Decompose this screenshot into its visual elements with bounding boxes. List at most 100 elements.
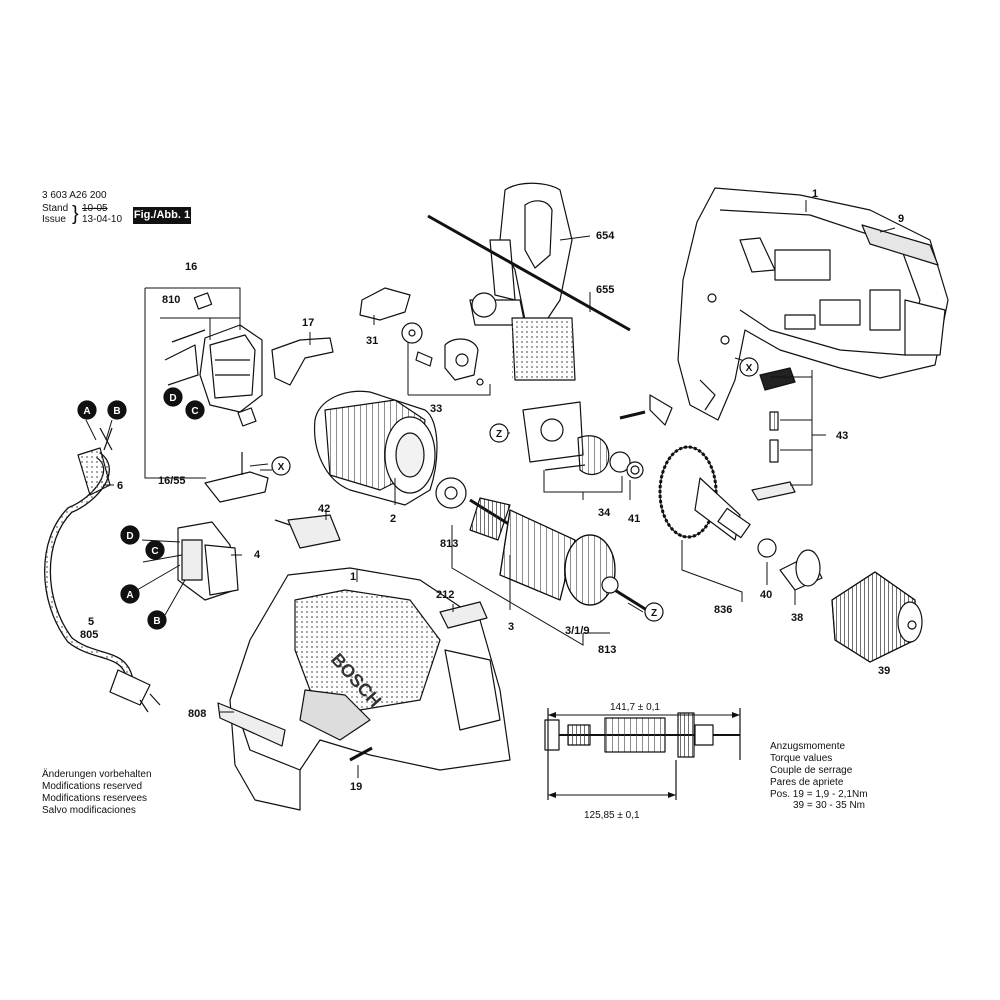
armature-part [469,497,651,614]
brush-holder-part [271,337,334,386]
part-label-20: 813 [598,644,616,656]
part-label-6: 17 [302,317,314,329]
callout-c-3: C [185,400,205,420]
carbon-brush-part [287,514,341,549]
modifications-line-1: Änderungen vorbehalten [42,769,152,780]
stand-date: 10-05 [82,203,108,214]
part-label-12: 42 [318,503,330,515]
callout-d-2: D [163,387,183,407]
svg-text:B: B [153,616,160,627]
part-label-3: 655 [596,284,614,296]
torque-line-3: Couple de serrage [770,765,853,776]
modifications-line-4: Salvo modificaciones [42,805,136,816]
part-label-30: 19 [350,781,362,793]
callout-c-9: C [145,540,165,560]
switch-module-part [177,521,239,601]
overall-length-dimension: 141,7 ± 0,1 [610,702,660,713]
part-label-18: 3 [508,621,514,633]
part-label-21: 836 [714,604,732,616]
svg-text:X: X [746,363,753,374]
svg-text:X: X [278,462,285,473]
svg-text:A: A [83,406,90,417]
svg-text:D: D [126,531,133,542]
power-cord-part [44,427,161,713]
keyless-chuck-part [831,571,923,663]
part-label-0: 1 [812,188,818,200]
callout-x-5: X [739,357,759,377]
eccentric-part-group [401,322,484,386]
torque-row-2-value: 30 - 35 Nm [815,800,865,811]
label-strip-808 [217,702,286,747]
svg-text:Z: Z [651,608,657,619]
depth-stop-rod-part [427,214,631,332]
figure-label: Fig./Abb. 1 [133,207,191,224]
part-label-26: 212 [436,589,454,601]
spindle-sleeve-part [779,549,823,591]
part-label-5: 810 [162,294,180,306]
svg-text:D: D [169,393,176,404]
part-label-2: 654 [596,230,615,242]
part-label-19: 3/1/9 [565,625,589,637]
callout-b-1: B [107,400,127,420]
housing-screw-part [349,746,373,762]
part-label-15: 41 [628,513,640,525]
torque-pos-label: Pos. [770,789,791,800]
svg-text:C: C [191,406,198,417]
gear-shaft-part [658,445,751,541]
part-label-24: 39 [878,665,890,677]
part-label-9: 43 [836,430,848,442]
part-label-27: 5 [88,616,94,628]
part-label-11: 16/55 [158,475,186,487]
clamp-part [649,394,673,426]
part-label-23: 38 [791,612,803,624]
torque-row-2-pos: 39 [793,800,805,811]
callout-d-8: D [120,525,140,545]
part-label-16: 813 [440,538,458,550]
modifications-line-3: Modifications reservees [42,793,148,804]
callout-z-7: Z [644,602,664,622]
document-number: 3 603 A26 200 [42,190,107,201]
screw-part [619,410,646,420]
torque-row-1-pos: 19 [792,789,804,800]
armature-dimension-drawing [544,708,741,800]
callout-b-11: B [147,610,167,630]
part-label-4: 16 [185,261,197,273]
part-label-10: 6 [117,480,123,492]
bracket-part [204,471,269,503]
spring-group-part [751,367,796,501]
issue-date: 13-04-10 [82,214,123,225]
torque-line-2: Torque values [770,753,833,764]
torque-row-1: Pos. 19 = 1,9 - 2,1Nm [770,789,868,800]
core-length-dimension: 125,85 ± 0,1 [584,810,640,821]
svg-text:A: A [126,590,133,601]
torque-line-4: Pares de apriete [770,777,844,788]
housing-half-lower-part [229,567,511,811]
part-label-7: 31 [366,335,378,347]
torque-line-1: Anzugsmomente [770,741,846,752]
callout-a-10: A [120,584,140,604]
svg-text:B: B [113,406,120,417]
housing-half-part [677,187,949,421]
svg-text:Z: Z [496,429,502,440]
part-label-14: 34 [598,507,611,519]
part-label-13: 2 [390,513,396,525]
part-label-8: 33 [430,403,442,415]
part-label-17: 4 [254,549,261,561]
retaining-ring-part [757,538,777,558]
callout-x-4: X [271,456,291,476]
callout-a-0: A [77,400,97,420]
switch-part [164,292,263,427]
part-label-25: 1 [350,571,356,583]
baffle-plate-part [522,401,644,479]
label-strip-212 [439,601,488,629]
svg-text:C: C [151,546,158,557]
stator-part [313,390,438,506]
stand-label: Stand [42,203,69,214]
torque-row-1-value: 1,9 - 2,1Nm [815,789,868,800]
part-label-22: 40 [760,589,772,601]
part-label-1: 9 [898,213,904,225]
part-label-29: 808 [188,708,206,720]
bearing-part [435,477,467,509]
